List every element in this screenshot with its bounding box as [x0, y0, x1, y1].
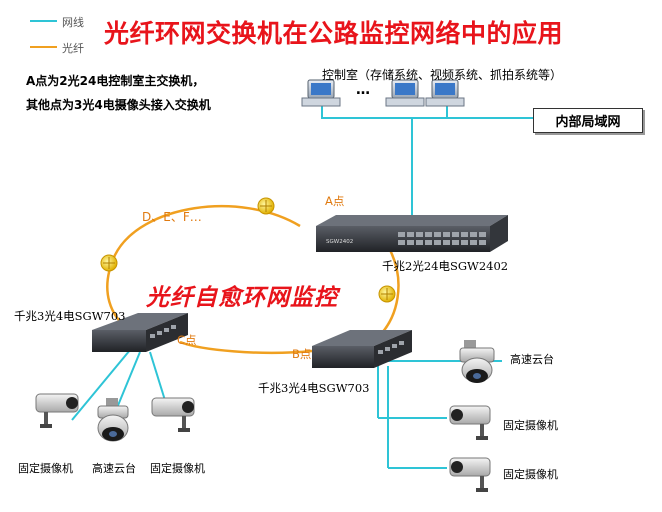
switch-icon: SGW2402 [316, 215, 508, 252]
fixed-camera-icon [449, 457, 491, 492]
description-line-1: A点为2光24电控制室主交换机， [26, 74, 205, 88]
left-switch-label: 千兆3光4电SGW703 [14, 309, 126, 323]
left-dome-label: 高速云台 [92, 462, 136, 475]
main-switch-label: 千兆2光24电SGW2402 [382, 259, 509, 273]
dome-camera-icon [97, 398, 129, 442]
switch-icon [312, 330, 412, 368]
fixed-camera-icon [151, 397, 195, 432]
point-def-label: D、E、F… [142, 210, 202, 224]
fixed-camera-icon [449, 405, 491, 440]
point-c-label: C点 [177, 333, 197, 347]
ellipsis: … [356, 82, 370, 98]
fixed-camera-icon [35, 393, 79, 428]
ring-label: 光纤自愈环网监控 [146, 285, 338, 311]
description-line-2: 其他点为3光4电摄像头接入交换机 [26, 98, 211, 112]
control-room-label: 控制室（存储系统、视频系统、抓拍系统等） [322, 68, 563, 82]
computer-icon [425, 79, 465, 107]
right-dome-label: 高速云台 [510, 353, 554, 366]
diagram-title: 光纤环网交换机在公路监控网络中的应用 [104, 19, 564, 48]
legend-fiber-label: 光纤 [62, 42, 84, 55]
computer-icon [385, 79, 425, 107]
legend-network-label: 网线 [62, 16, 84, 29]
dome-camera-icon [459, 340, 495, 383]
svg-text:SGW2402: SGW2402 [326, 239, 353, 245]
lan-box: 内部局域网 [533, 108, 643, 133]
lan-label: 内部局域网 [555, 115, 621, 130]
right-fixed-1-label: 固定摄像机 [503, 419, 558, 432]
left-fixed-2-label: 固定摄像机 [150, 462, 205, 475]
bottom-switch-label: 千兆3光4电SGW703 [258, 381, 370, 395]
fiber-connector-icon [378, 285, 396, 303]
right-fixed-2-label: 固定摄像机 [503, 468, 558, 481]
point-b-label: B点 [292, 347, 312, 361]
switch-icon [92, 313, 188, 352]
point-a-label: A点 [325, 194, 345, 208]
left-fixed-1-label: 固定摄像机 [18, 462, 73, 475]
computer-icon [301, 79, 341, 107]
fiber-connector-icon [100, 254, 118, 272]
fiber-connector-icon [257, 197, 275, 215]
